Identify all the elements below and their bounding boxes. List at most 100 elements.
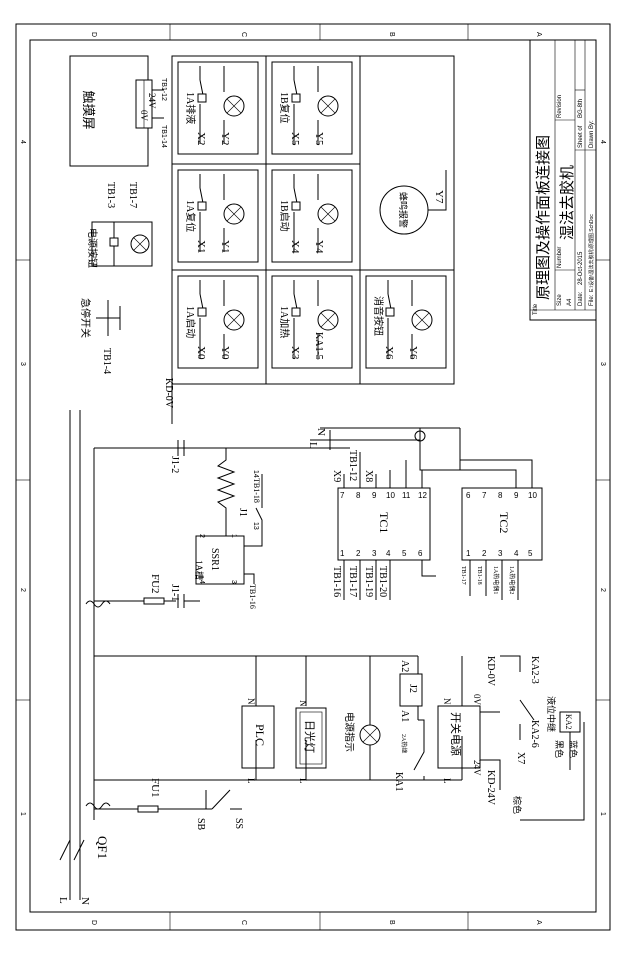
drawn-by-value: BG-8th bbox=[578, 99, 584, 118]
zone-left-3: 3 bbox=[19, 362, 26, 366]
pin-14: 14 bbox=[252, 470, 259, 478]
power-indicator: 电源指示 bbox=[343, 712, 381, 752]
tc1-pin-11: 11 bbox=[402, 491, 411, 500]
touch-screen-0v: 0V bbox=[139, 110, 149, 122]
tc1-pin-1: 1 bbox=[340, 549, 345, 558]
temperature-controller-tc1: TC1 bbox=[337, 487, 431, 561]
tc1-pin-12: 12 bbox=[418, 491, 427, 500]
touch-screen: 触摸屏 24V 0V TB1-12 TB1-14 bbox=[69, 55, 167, 167]
cell-1a-reset[interactable]: 1A复位 X1 Y1 bbox=[177, 169, 259, 263]
estop-tb: TB1-4 bbox=[101, 348, 112, 374]
tc2-label: TC2 bbox=[497, 512, 511, 533]
j1-label: J1 bbox=[237, 508, 248, 517]
tb14-label: TB1-14 bbox=[160, 125, 167, 148]
cell-1b-start[interactable]: 1B启动 X4 Y4 bbox=[271, 169, 353, 263]
cell-1a-start[interactable]: 1A启动 X0 Y0 bbox=[177, 275, 259, 369]
cell-1b-start-label: 1B启动 bbox=[278, 200, 291, 232]
tc2-wire-tc1: 1A热电偶1 bbox=[492, 566, 500, 594]
tc1-wire-tb12: TB1-12 bbox=[347, 450, 358, 481]
switch-ss: SS bbox=[233, 818, 244, 829]
ssr-pin-3: 3 bbox=[230, 580, 237, 584]
zone-left-1: 1 bbox=[19, 812, 26, 816]
ln-top-n: N bbox=[315, 428, 327, 436]
plc-n: N bbox=[246, 698, 256, 705]
kd-0v-bottom: KD-0V bbox=[485, 656, 496, 687]
x7-label: X7 bbox=[515, 752, 526, 764]
kd-0v-top: KD-0V bbox=[163, 378, 174, 409]
ln-top-l: L bbox=[307, 442, 319, 449]
ka2-label: KA2 bbox=[564, 714, 573, 730]
tc1-wire-x8: X8 bbox=[363, 470, 374, 482]
sheet-label: Sheet of bbox=[578, 125, 584, 148]
zone-top-a: A bbox=[535, 32, 542, 37]
lamp-label: 日光灯 bbox=[303, 720, 317, 753]
wire-color-blue: 蓝色 bbox=[568, 740, 579, 758]
tc2-pin-2: 2 bbox=[482, 549, 487, 558]
tb12-label: TB1-12 bbox=[160, 78, 167, 101]
tc1-pin-5: 5 bbox=[402, 549, 407, 558]
cell-1a-heat-label: 1A加热 bbox=[278, 306, 291, 338]
cell-1a-start-y: Y0 bbox=[219, 346, 231, 360]
tc2-pin-3: 3 bbox=[498, 549, 503, 558]
cell-1b-start-y: Y4 bbox=[313, 240, 325, 254]
psu-l: L bbox=[442, 778, 452, 784]
tc1-wire-tb16: TB1-16 bbox=[331, 566, 342, 597]
load-bus bbox=[94, 655, 463, 781]
power-button-tb3: TB1-3 bbox=[105, 182, 116, 208]
ssr1-tank-label: 1A槽 bbox=[194, 560, 205, 580]
mains-l: L bbox=[57, 897, 69, 904]
cell-silence[interactable]: 消音按钮 X6 Y6 bbox=[365, 275, 447, 369]
title-label: Title bbox=[533, 303, 539, 315]
ssr-pin-4: 4 bbox=[198, 580, 205, 584]
cell-1a-heat-x: X3 bbox=[289, 346, 301, 360]
j1-1-label: J1-1 bbox=[169, 584, 180, 601]
fuse-fu2: FU2 J1-1 bbox=[85, 574, 200, 608]
touch-screen-label: 触摸屏 bbox=[81, 90, 96, 129]
power-button[interactable]: 电源按钮 TB1-3 TB1-7 bbox=[86, 182, 153, 268]
cell-1a-start-label: 1A启动 bbox=[184, 306, 197, 338]
zone-right-4: 4 bbox=[599, 140, 606, 144]
date-value: 28-Oct-2015 bbox=[578, 251, 584, 285]
lamp-n: N bbox=[298, 700, 308, 707]
lamp-block: 日光灯 N L bbox=[295, 700, 327, 784]
tc2-pin-7: 7 bbox=[482, 491, 487, 500]
buzzer-alarm: 蜂鸣报警 Y7 bbox=[379, 170, 447, 235]
cell-1a-heat[interactable]: 1A加热 X3 KA1-5 bbox=[271, 275, 353, 369]
switching-psu: 开关电源 N L 0V 24V bbox=[437, 694, 501, 790]
zone-top-d: D bbox=[90, 32, 97, 37]
title-block: Title 原理图及操作面板连接图 Size A4 Number 湿法去胶机 R… bbox=[529, 39, 597, 321]
zone-bottom-b: B bbox=[388, 920, 395, 925]
plc-block: PLC N L bbox=[241, 698, 275, 784]
cell-1a-reset-x: X1 bbox=[195, 240, 207, 253]
panel-cells: 1A排液 X2 Y2 1B复位 X5 Y5 1A复位 X1 Y1 bbox=[177, 61, 447, 369]
tc1-pin-7: 7 bbox=[340, 491, 345, 500]
zone-right-3: 3 bbox=[599, 362, 606, 366]
cell-1a-drain-label: 1A排液 bbox=[184, 92, 197, 124]
tc2-pin-10: 10 bbox=[528, 491, 537, 500]
zone-top-c: C bbox=[240, 32, 247, 37]
tc2-wires: TB1-17 TB1-18 1A热电偶1 1A热电偶2 bbox=[436, 459, 533, 600]
a2-label: A2 bbox=[399, 660, 410, 672]
size-label: Size bbox=[557, 294, 563, 306]
buzzer-label: 蜂鸣报警 bbox=[398, 192, 409, 228]
indicator-label: 电源指示 bbox=[343, 712, 356, 752]
emergency-stop[interactable]: 急停开关 TB1-4 bbox=[79, 298, 121, 374]
cell-1a-drain-x: X2 bbox=[195, 132, 207, 145]
switch-sb: SB bbox=[195, 818, 206, 831]
cell-1a-drain[interactable]: 1A排液 X2 Y2 bbox=[177, 61, 259, 155]
plc-l: L bbox=[246, 778, 256, 784]
fu1-label: FU1 bbox=[149, 778, 161, 798]
zone-right-2: 2 bbox=[599, 588, 606, 592]
fu2-label: FU2 bbox=[149, 574, 161, 594]
ssr-pin-2: 2 bbox=[198, 534, 205, 538]
date-label: Date: bbox=[578, 291, 584, 306]
drawn-by-label: Drawn By: bbox=[589, 120, 595, 148]
tc2-wire-tc2: 1A热电偶2 bbox=[508, 566, 516, 594]
tc2-wire-tb17: TB1-17 bbox=[460, 566, 466, 585]
wire-color-brown: 棕色 bbox=[512, 796, 523, 814]
tb18-label: TB1-18 bbox=[252, 478, 261, 503]
cell-1b-reset[interactable]: 1B复位 X5 Y5 bbox=[271, 61, 353, 155]
zone-labels: D C B A D C B A 4 3 2 1 4 3 2 1 bbox=[19, 32, 606, 925]
number-label: Number bbox=[557, 247, 563, 268]
